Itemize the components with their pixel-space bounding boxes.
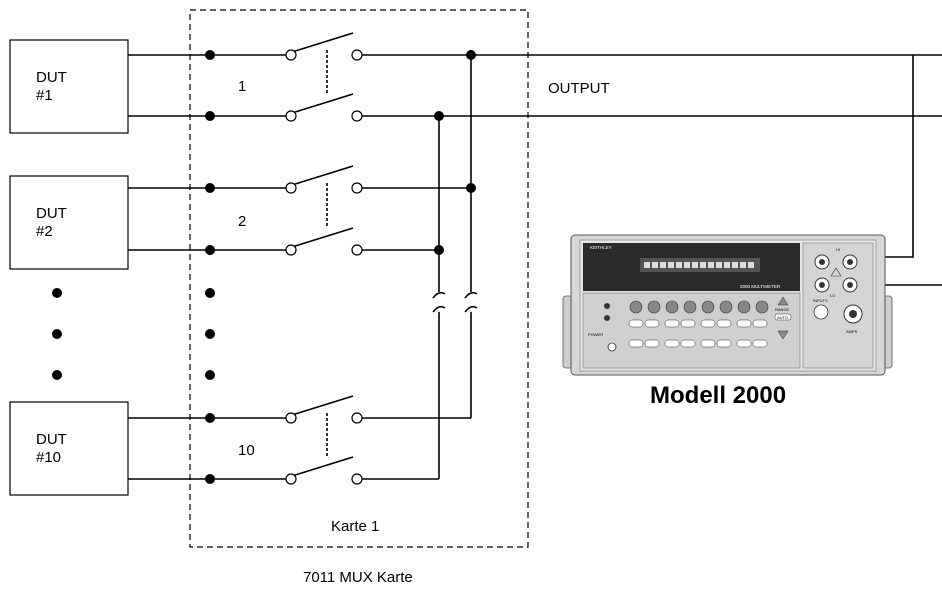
mux-caption: 7011 MUX Karte bbox=[303, 569, 413, 586]
card-ellipsis bbox=[205, 288, 215, 380]
dut-box-1: DUT #1 bbox=[9, 39, 129, 134]
dut-box-2: DUT #2 bbox=[9, 175, 129, 270]
channel-10-label: 10 bbox=[238, 442, 255, 459]
model-text: 2000 MULTIMETER bbox=[740, 284, 781, 289]
dut-box-10: DUT #10 bbox=[9, 401, 129, 496]
range-label: RANGE bbox=[775, 307, 790, 312]
input-terminals bbox=[813, 254, 863, 324]
front-panel-buttons bbox=[604, 300, 769, 352]
dut-1-number: #1 bbox=[36, 87, 53, 104]
mux-card-outline bbox=[189, 9, 529, 548]
inputs-label: INPUTS bbox=[813, 298, 828, 303]
amps-label: AMPS bbox=[846, 329, 858, 334]
bus-lines bbox=[432, 50, 478, 479]
channel-10-switch bbox=[128, 395, 471, 485]
auto-label: AUTO bbox=[777, 315, 788, 320]
dut-2-number: #2 bbox=[36, 223, 53, 240]
dut-1-label: DUT bbox=[36, 69, 67, 86]
lo-label: LO bbox=[830, 293, 835, 298]
dut-2-label: DUT bbox=[36, 205, 67, 222]
dut-10-number: #10 bbox=[36, 449, 61, 466]
instrument-caption: Modell 2000 bbox=[650, 382, 786, 409]
multimeter: KEITHLEY 2000 MULTIMETER bbox=[562, 234, 893, 376]
hi-label: HI bbox=[836, 247, 840, 252]
channel-1-switch bbox=[128, 32, 942, 122]
dut-10-label: DUT bbox=[36, 431, 67, 448]
channel-2-label: 2 bbox=[238, 213, 246, 230]
brand-label: KEITHLEY bbox=[590, 245, 612, 250]
power-label: POWER bbox=[588, 332, 603, 337]
range-controls bbox=[774, 296, 792, 340]
channel-1-label: 1 bbox=[238, 78, 246, 95]
card-label: Karte 1 bbox=[331, 518, 379, 535]
display-digits bbox=[640, 258, 760, 272]
channel-2-switch bbox=[128, 165, 471, 256]
output-label: OUTPUT bbox=[548, 80, 610, 97]
dut-ellipsis bbox=[52, 288, 62, 380]
